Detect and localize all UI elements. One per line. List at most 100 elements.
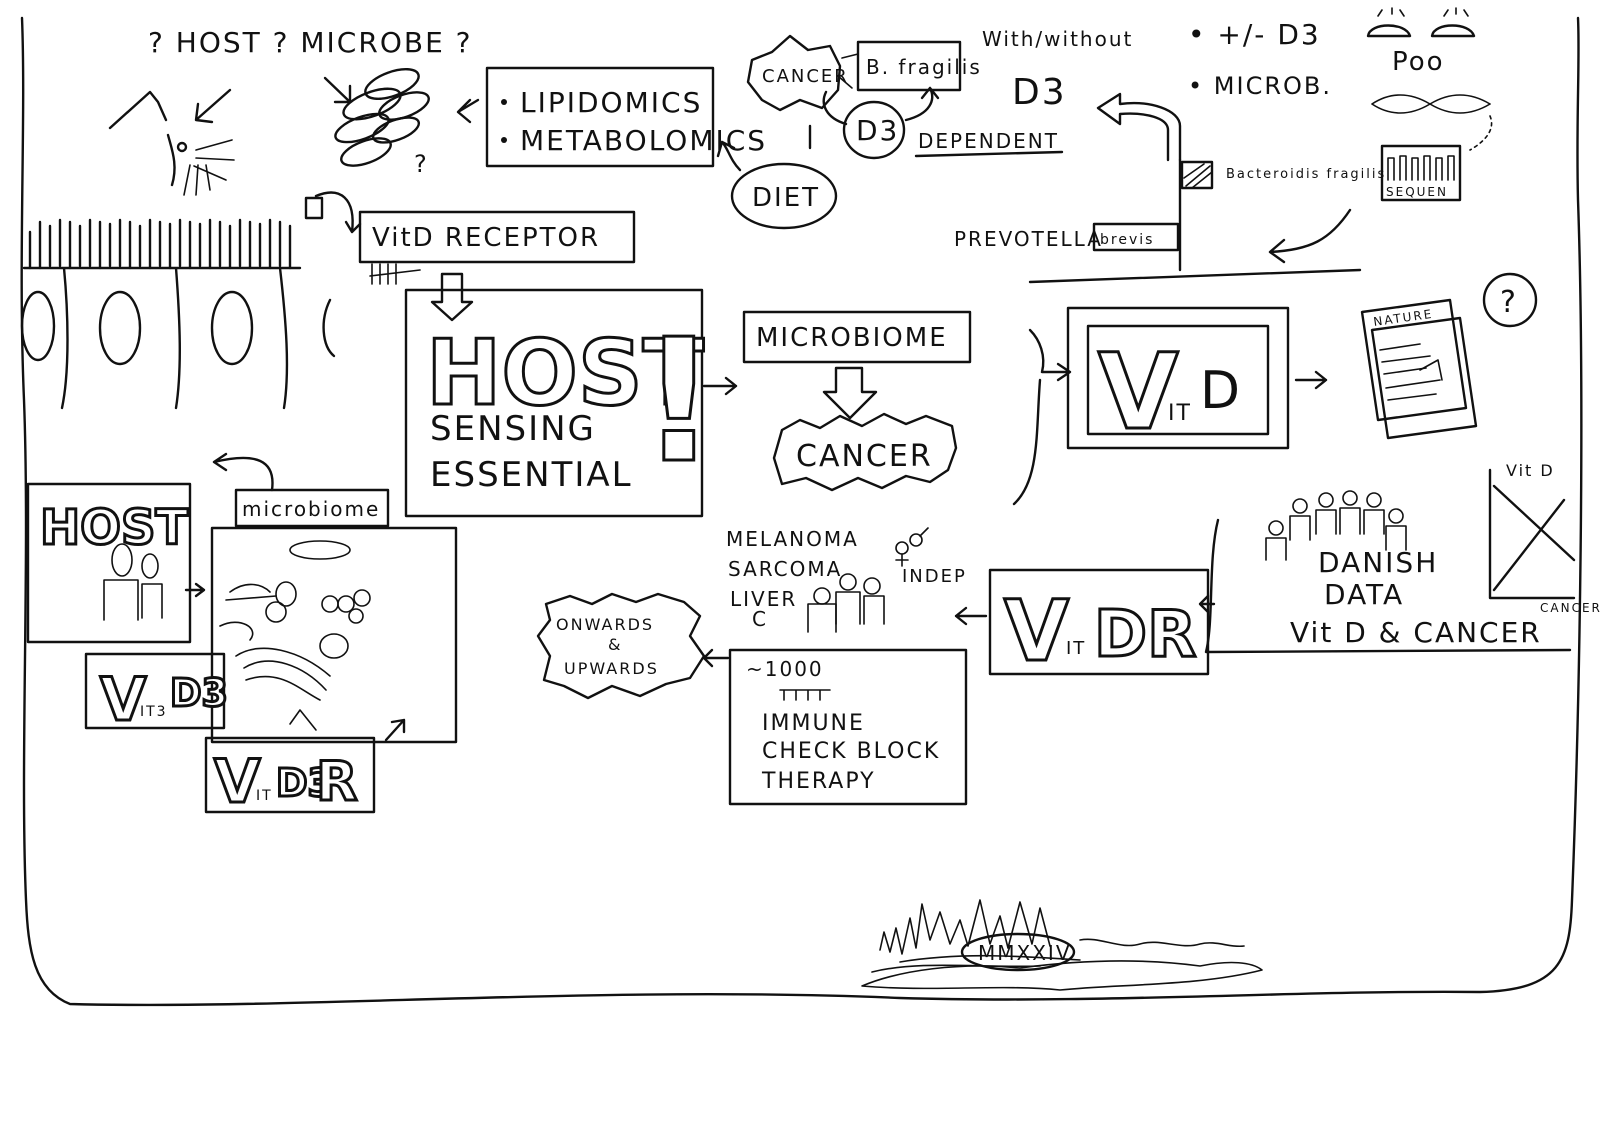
diet-circle bbox=[730, 162, 838, 230]
microbiome-label: MICROBIOME bbox=[756, 323, 948, 353]
people-row-icon bbox=[779, 689, 831, 701]
microbiome-small-box bbox=[234, 488, 390, 528]
signature-year: MMXXIV bbox=[978, 941, 1072, 965]
vitdr-dr: DR bbox=[1094, 598, 1196, 672]
d3-big-label: D3 bbox=[1012, 72, 1067, 113]
dotted-link bbox=[1469, 115, 1493, 151]
therapy-box bbox=[728, 648, 968, 806]
vitdr-box bbox=[988, 568, 1210, 676]
prevotella-bar bbox=[1092, 222, 1180, 252]
plus-minus-d3-label: • +/- D3 bbox=[1188, 18, 1321, 51]
therapy-label: THERAPY bbox=[761, 769, 876, 794]
vitd-it: IT bbox=[1168, 401, 1192, 426]
nature-papers-icon bbox=[1360, 298, 1478, 440]
omics-box bbox=[485, 66, 715, 168]
onwards-splat-shape bbox=[536, 592, 706, 700]
microbes-box bbox=[210, 526, 458, 744]
cancer-small-label: CANCER bbox=[762, 66, 849, 87]
bullet-icon bbox=[501, 137, 507, 143]
down-arrow-icon bbox=[822, 366, 878, 420]
vit3d3-d: D3 bbox=[170, 671, 228, 715]
lipidomics-label: LIPIDOMICS bbox=[520, 86, 702, 119]
receptor-icon bbox=[369, 263, 421, 285]
arrow-left-icon bbox=[1198, 594, 1216, 614]
intestine-villi-icon bbox=[20, 191, 362, 410]
microbe-question-mark: ? bbox=[414, 150, 429, 178]
microbes-icon bbox=[219, 540, 371, 731]
arrow-right-icon bbox=[1294, 370, 1328, 390]
question-bubble bbox=[1482, 272, 1538, 328]
arrow-right-icon bbox=[184, 582, 206, 598]
question-label: ? bbox=[1500, 285, 1518, 320]
section-divider bbox=[1028, 268, 1362, 284]
link-lines bbox=[837, 53, 859, 89]
bullet-icon bbox=[501, 99, 507, 105]
melanoma-label: MELANOMA bbox=[726, 527, 859, 551]
exclamation-mark: ! bbox=[640, 303, 718, 501]
patients-icon bbox=[807, 573, 885, 633]
page-border bbox=[20, 16, 1583, 1007]
graph-line bbox=[1492, 498, 1566, 592]
poo-label: Poo bbox=[1392, 47, 1445, 77]
vit3d3-v: V bbox=[100, 665, 147, 735]
graph-line bbox=[1492, 484, 1576, 562]
b-fragilis-label: B. fragilis bbox=[866, 55, 982, 79]
host-big-label: HOST bbox=[426, 321, 704, 426]
cancer-splat-shape bbox=[772, 412, 958, 492]
arrow-diet-icon bbox=[716, 140, 742, 172]
vit3d3-it: IT3 bbox=[140, 704, 168, 720]
curved-arrow-icon bbox=[1096, 92, 1182, 162]
vitd3r-d: D3 bbox=[276, 761, 334, 805]
vitd3r-box bbox=[204, 736, 376, 814]
host-microbe-question: ? HOST ? MICROBE ? bbox=[148, 26, 473, 59]
bacteroides-label: Bacteroidis fragilis bbox=[1226, 167, 1386, 182]
cancer-splat-shape bbox=[746, 34, 842, 112]
sequen-label: SEQUEN bbox=[1386, 185, 1448, 199]
b-fragilis-box bbox=[856, 40, 962, 92]
prevotella-label: PREVOTELLA bbox=[954, 227, 1103, 251]
bacteroides-bar bbox=[1180, 160, 1214, 190]
curve-line bbox=[1012, 378, 1042, 506]
cancer-label: CANCER bbox=[796, 439, 933, 474]
vitdr-v: V bbox=[1004, 582, 1069, 680]
diet-label: DIET bbox=[752, 183, 820, 213]
arrow-curve-icon bbox=[822, 90, 848, 126]
curved-arrow-icon bbox=[212, 452, 274, 492]
vitd-receptor-label: VitD RECEPTOR bbox=[372, 223, 600, 253]
microbe-cluster-icon bbox=[323, 68, 430, 167]
vitd-inner-box bbox=[1086, 324, 1270, 436]
people-icon bbox=[103, 543, 163, 621]
sequencer-icon bbox=[1380, 144, 1462, 202]
vitd-box bbox=[1066, 306, 1290, 450]
vitd-d: D bbox=[1200, 361, 1242, 421]
arrow-left-icon bbox=[702, 648, 730, 668]
arrow-to-vitd-icon bbox=[1028, 328, 1072, 382]
host-sensing-box bbox=[404, 288, 704, 518]
arrow-up-icon bbox=[904, 86, 940, 122]
brevis-label: brevis bbox=[1100, 232, 1154, 248]
graph-axes bbox=[1488, 468, 1576, 600]
microb-label: • MICROB. bbox=[1188, 72, 1332, 100]
ampersand-label: & bbox=[608, 635, 622, 654]
people-icon bbox=[1265, 490, 1407, 561]
indep-label: INDEP bbox=[902, 566, 967, 587]
down-arrow-icon bbox=[430, 272, 474, 322]
vitd3r-v: V bbox=[214, 747, 261, 817]
microbiome-small-label: microbiome bbox=[242, 497, 380, 521]
vitd-cancer-label: Vit D & CANCER bbox=[1290, 616, 1542, 649]
dependent-label: DEPENDENT bbox=[918, 129, 1059, 153]
signature-scribble bbox=[861, 899, 1263, 991]
vitd3r-it: IT bbox=[256, 788, 273, 804]
with-without-label: With/without bbox=[982, 27, 1133, 51]
arrow-left-icon bbox=[954, 606, 988, 626]
arrow-up-icon bbox=[384, 718, 406, 742]
host-small-h: HOST bbox=[40, 500, 189, 556]
liver-label: LIVER bbox=[730, 587, 797, 611]
essential-label: ESSENTIAL bbox=[430, 455, 633, 495]
danish-label: DANISH bbox=[1318, 546, 1438, 579]
cat-icon bbox=[108, 88, 235, 196]
poo-icon bbox=[1366, 7, 1476, 38]
dna-icon bbox=[1371, 94, 1491, 114]
vitd-receptor-box bbox=[358, 210, 636, 264]
